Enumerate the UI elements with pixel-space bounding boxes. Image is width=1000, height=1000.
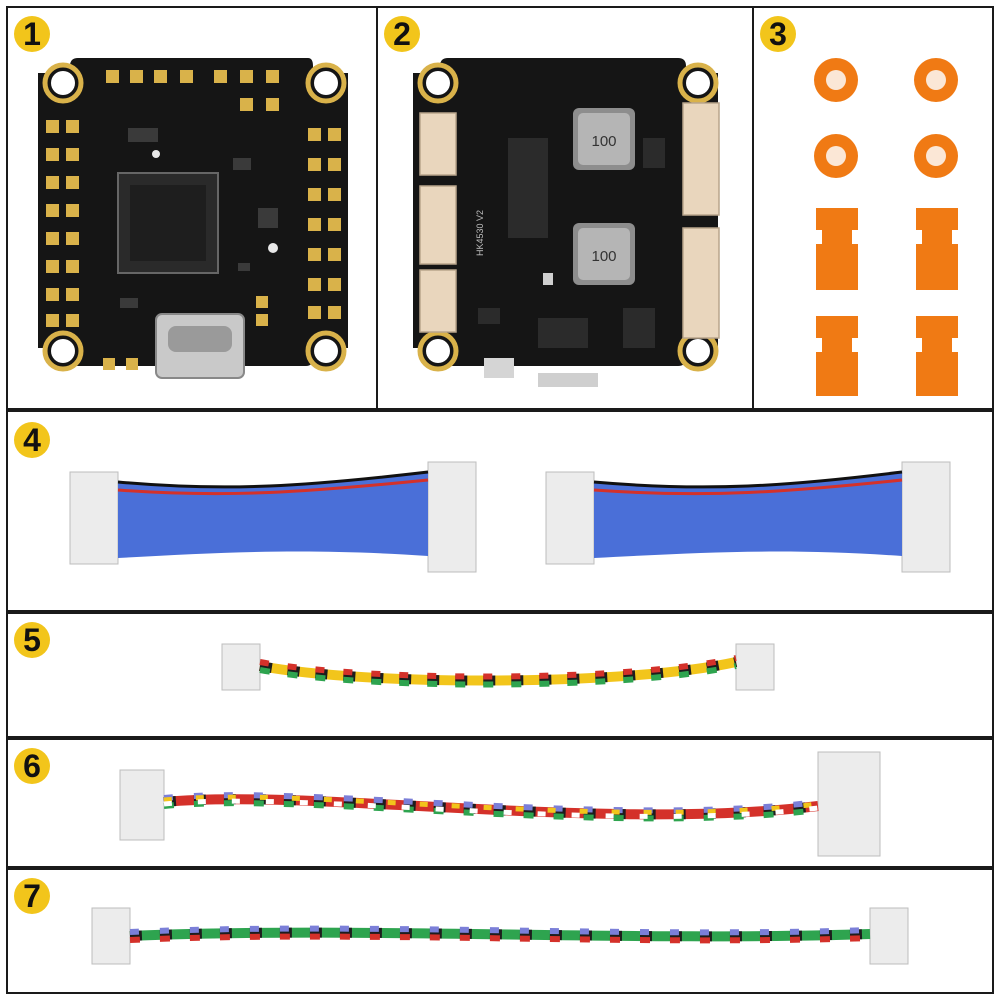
ribbon-cables-image <box>69 461 951 573</box>
flight-controller-front-image <box>38 58 348 379</box>
panel-grommets-spacers: 3 <box>752 6 994 410</box>
panel-flight-controller-back: 2 100 100 <box>376 6 754 410</box>
flight-controller-back-image: 100 100 HK4530 V2 <box>413 58 720 387</box>
panel-flight-controller-front: 1 <box>6 6 378 410</box>
item-number-badge: 3 <box>760 16 796 52</box>
item-number-badge: 5 <box>14 622 50 658</box>
panel-short-twisted-cable: 5 <box>6 612 994 738</box>
item-number-badge: 4 <box>14 422 50 458</box>
item-number-badge: 6 <box>14 748 50 784</box>
pcb-label: HK4530 V2 <box>475 210 485 256</box>
inductor-label: 100 <box>591 248 616 265</box>
long-cable-image <box>119 751 881 857</box>
item-number-badge: 1 <box>14 16 50 52</box>
item-number-badge: 2 <box>384 16 420 52</box>
grommets-image <box>814 58 958 396</box>
item-number-badge: 7 <box>14 878 50 914</box>
medium-cable-image <box>91 907 909 965</box>
short-cable-image <box>221 643 775 691</box>
panel-medium-twisted-cable: 7 <box>6 868 994 994</box>
panel-ribbon-cables: 4 <box>6 410 994 612</box>
inductor-label: 100 <box>591 133 616 150</box>
panel-long-twisted-cable: 6 <box>6 738 994 868</box>
